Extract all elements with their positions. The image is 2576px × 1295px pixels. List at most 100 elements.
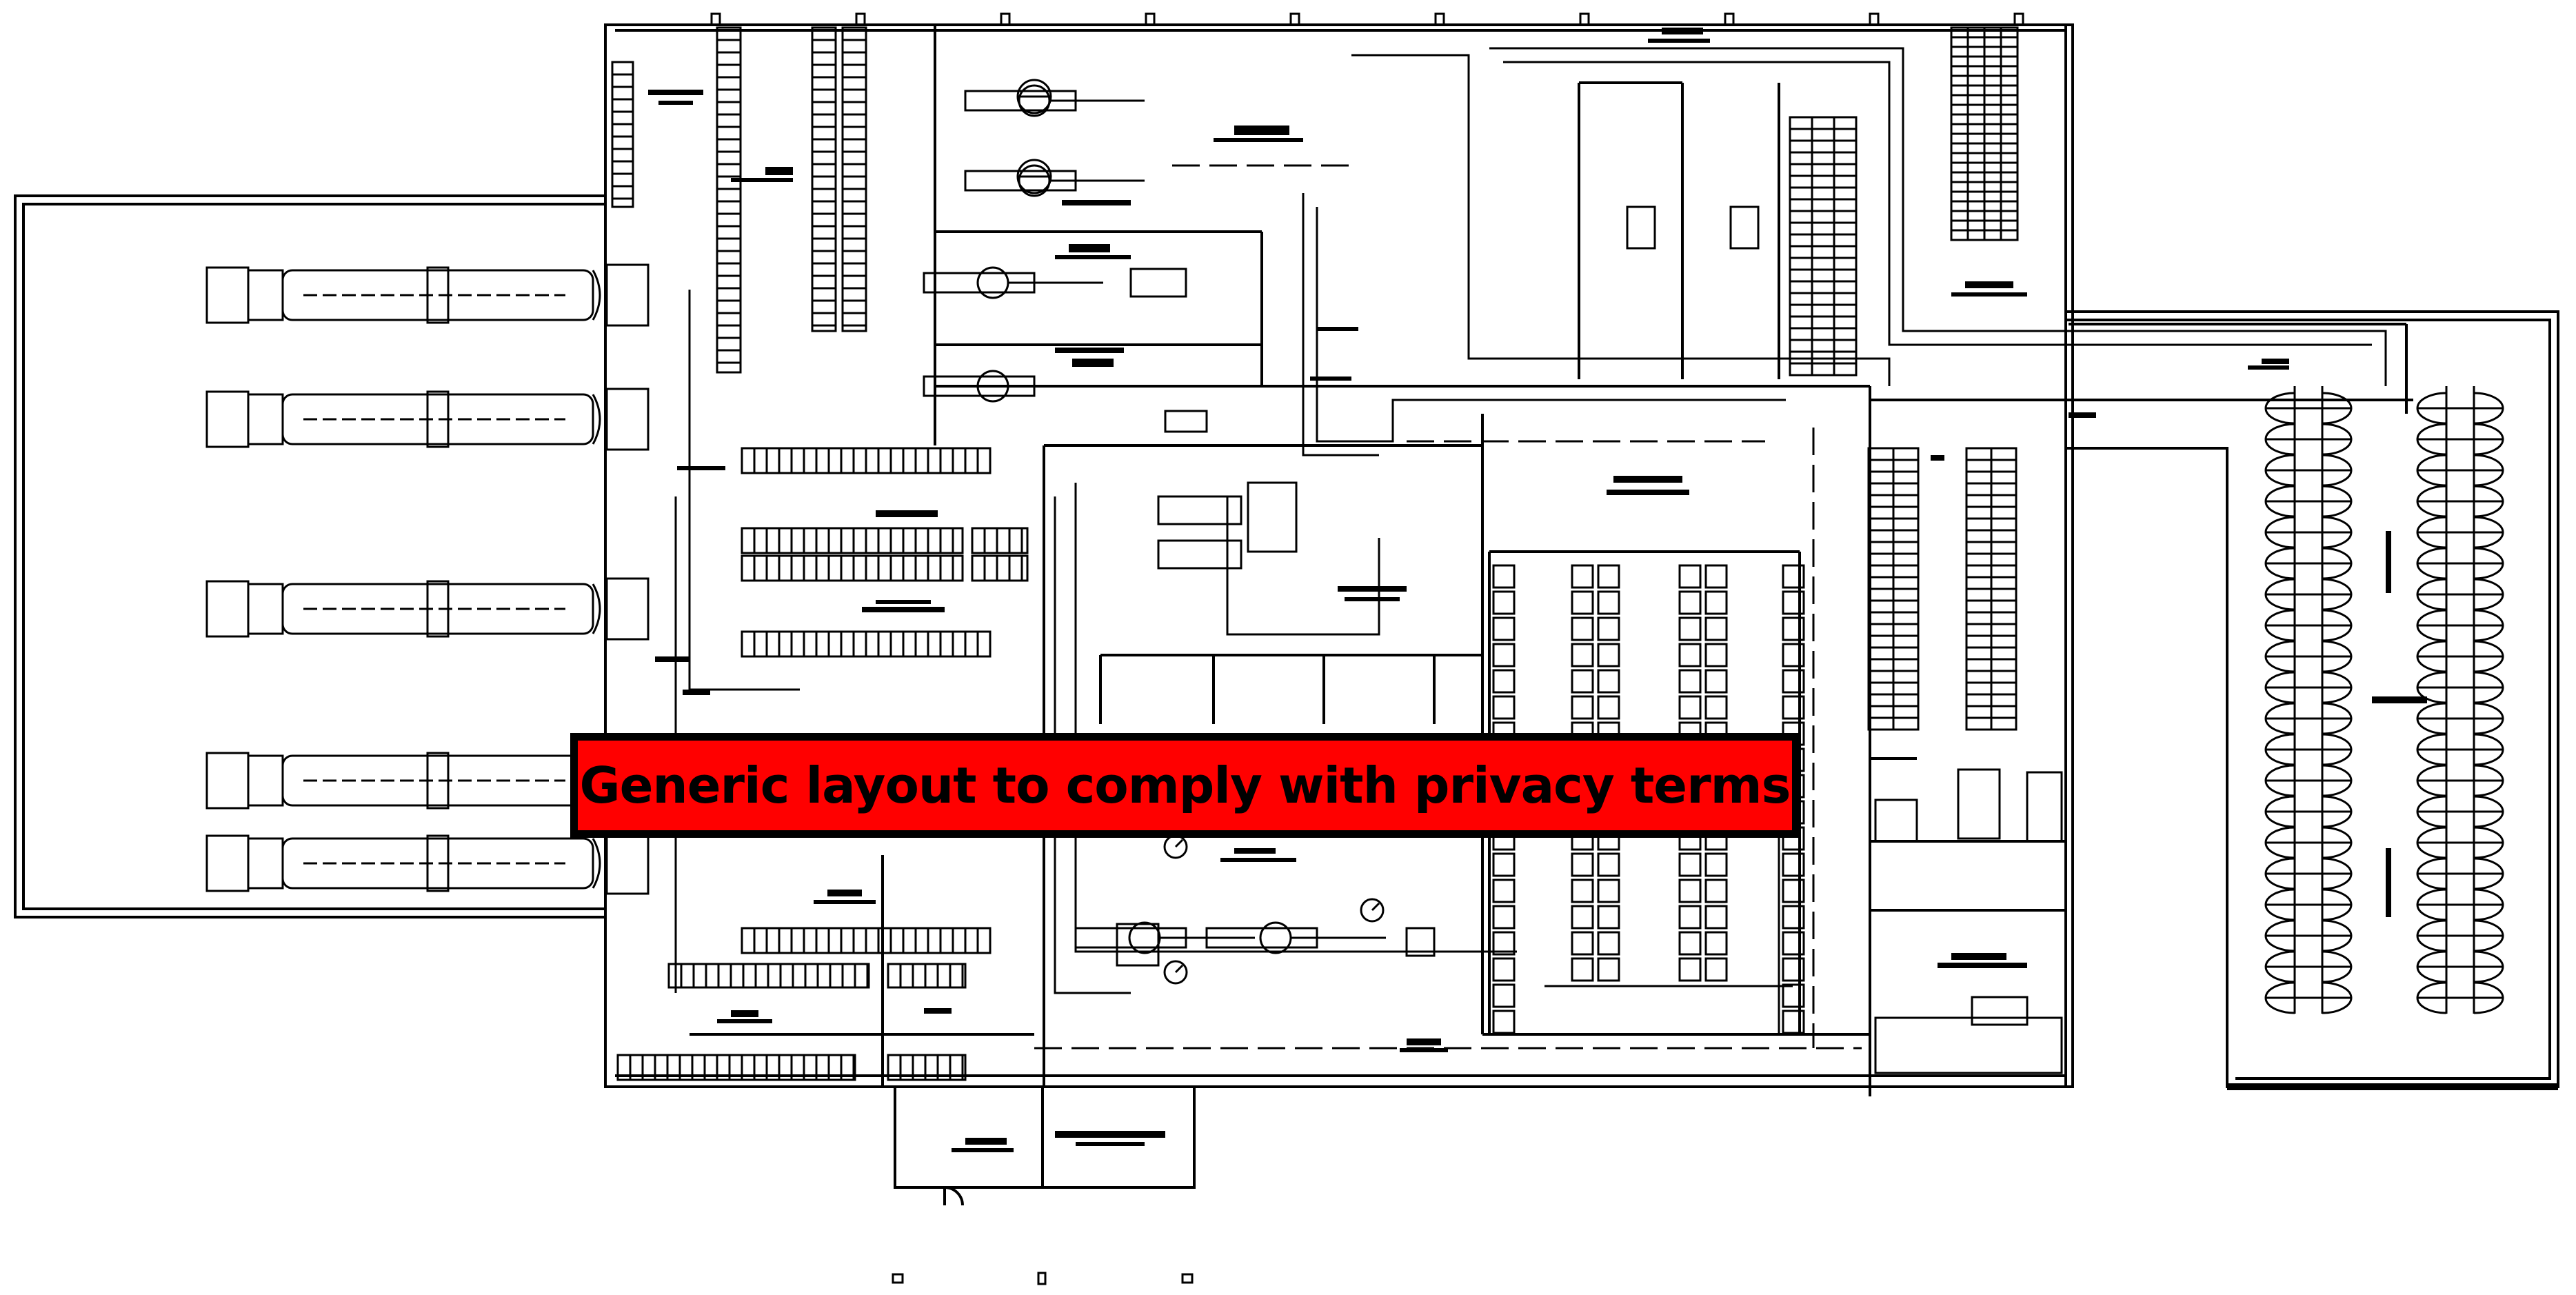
equipment-block — [1957, 768, 2001, 840]
equipment-block — [2026, 771, 2063, 843]
pallet-slot — [1704, 616, 1728, 641]
pallet-slot — [1492, 590, 1516, 615]
pipe-run — [1351, 54, 1891, 386]
rack-row — [971, 527, 1029, 554]
trailer-axle — [426, 752, 450, 810]
gauge-needle — [1174, 839, 1184, 848]
pallet-slot — [1492, 564, 1516, 589]
pallet-slot — [1678, 852, 1702, 877]
pallet-slot — [1492, 905, 1516, 930]
trailer-axle — [426, 266, 450, 324]
truck-cab — [247, 393, 284, 445]
pallet-slot — [1782, 590, 1805, 615]
pallet-slot — [1492, 852, 1516, 877]
truck-icon — [205, 577, 650, 641]
pallet-slot — [1704, 695, 1728, 720]
pallet-slot — [1678, 957, 1702, 982]
rack-row — [616, 1054, 856, 1081]
carousel-rack — [2264, 386, 2353, 1014]
pallet-slot — [1492, 931, 1516, 956]
annex-outline — [2066, 319, 2551, 1080]
pallet-slot — [1571, 590, 1594, 615]
truck-icon — [205, 263, 650, 327]
equipment-block — [1405, 927, 1436, 957]
pallet-slot — [1678, 931, 1702, 956]
pallet-slot — [1782, 616, 1805, 641]
pump-icon — [1205, 921, 1386, 954]
pallet-slot — [1782, 957, 1805, 982]
pallet-slot — [1597, 616, 1620, 641]
gauge-dial — [1360, 898, 1385, 923]
pallet-slot — [1782, 905, 1805, 930]
trailer-end — [592, 270, 601, 321]
truck-cab — [205, 834, 250, 892]
pallet-slot — [1571, 695, 1594, 720]
column-markers — [710, 12, 2024, 1285]
pump-icon — [964, 84, 1145, 117]
pallet-slot — [1571, 564, 1594, 589]
truck-icon — [205, 832, 650, 895]
tanker-trailer — [281, 393, 594, 445]
rack-frame — [841, 26, 867, 332]
rack-frame — [716, 26, 742, 374]
equipment-block — [1874, 1016, 2063, 1074]
gauge-needle — [1174, 964, 1184, 974]
pallet-slot — [1597, 669, 1620, 694]
pallet-slot — [1678, 616, 1702, 641]
pallet-slot — [1704, 905, 1728, 930]
pallet-slot — [1571, 852, 1594, 877]
truck-cab — [247, 754, 284, 807]
gauge-icon — [1163, 960, 1188, 985]
truck-cab — [247, 583, 284, 635]
pallet-slot — [1782, 564, 1805, 589]
trailer-end — [592, 394, 601, 445]
trailer-end — [592, 583, 601, 634]
pallet-slot — [1704, 957, 1728, 982]
pipe-run — [1316, 207, 1786, 443]
trailer-end — [592, 838, 601, 889]
pallet-slot — [1704, 590, 1728, 615]
gauge-dial — [1163, 960, 1188, 985]
pallet-slot — [1492, 616, 1516, 641]
equipment-block — [1874, 799, 1918, 843]
pallet-slot — [1571, 643, 1594, 667]
pallet-slot — [1571, 669, 1594, 694]
tanker-trailer — [281, 583, 594, 635]
pallet-slot — [1492, 957, 1516, 982]
pallet-slot — [1678, 669, 1702, 694]
rack-row — [667, 963, 870, 989]
pallet-slot — [1597, 931, 1620, 956]
pipe-run — [1074, 483, 1517, 953]
rack-row — [741, 527, 964, 554]
rack-row — [741, 447, 992, 474]
pallet-slot — [1782, 1010, 1805, 1034]
rack-column — [716, 26, 742, 374]
privacy-banner-text: Generic layout to comply with privacy te… — [579, 756, 1791, 814]
rack-frame — [741, 527, 964, 554]
pallet-slot — [1597, 695, 1620, 720]
pallet-slot — [1492, 669, 1516, 694]
pallet-slot — [1597, 590, 1620, 615]
carousel-rack — [2416, 386, 2504, 1014]
pump-icon — [964, 164, 1145, 197]
pallet-slot — [1704, 879, 1728, 903]
pallet-slot — [1782, 669, 1805, 694]
equipment-block — [1157, 495, 1242, 525]
pallet-slot — [1782, 983, 1805, 1008]
pipe-run — [1302, 193, 1379, 456]
privacy-banner: Generic layout to comply with privacy te… — [570, 733, 1800, 838]
trailer-axle — [426, 834, 450, 892]
rack-frame — [971, 527, 1029, 554]
pallet-slot — [1704, 852, 1728, 877]
pallet-slot — [1597, 643, 1620, 667]
rack-row — [741, 630, 992, 658]
pallet-slot — [1782, 852, 1805, 877]
rack-column — [841, 26, 867, 332]
pallet-slot — [1492, 879, 1516, 903]
tanker-trailer — [281, 269, 594, 321]
gauge-needle — [1371, 902, 1380, 912]
equipment-block — [1129, 268, 1187, 298]
truck-cab — [205, 580, 250, 638]
valve-icon — [1016, 79, 1052, 114]
